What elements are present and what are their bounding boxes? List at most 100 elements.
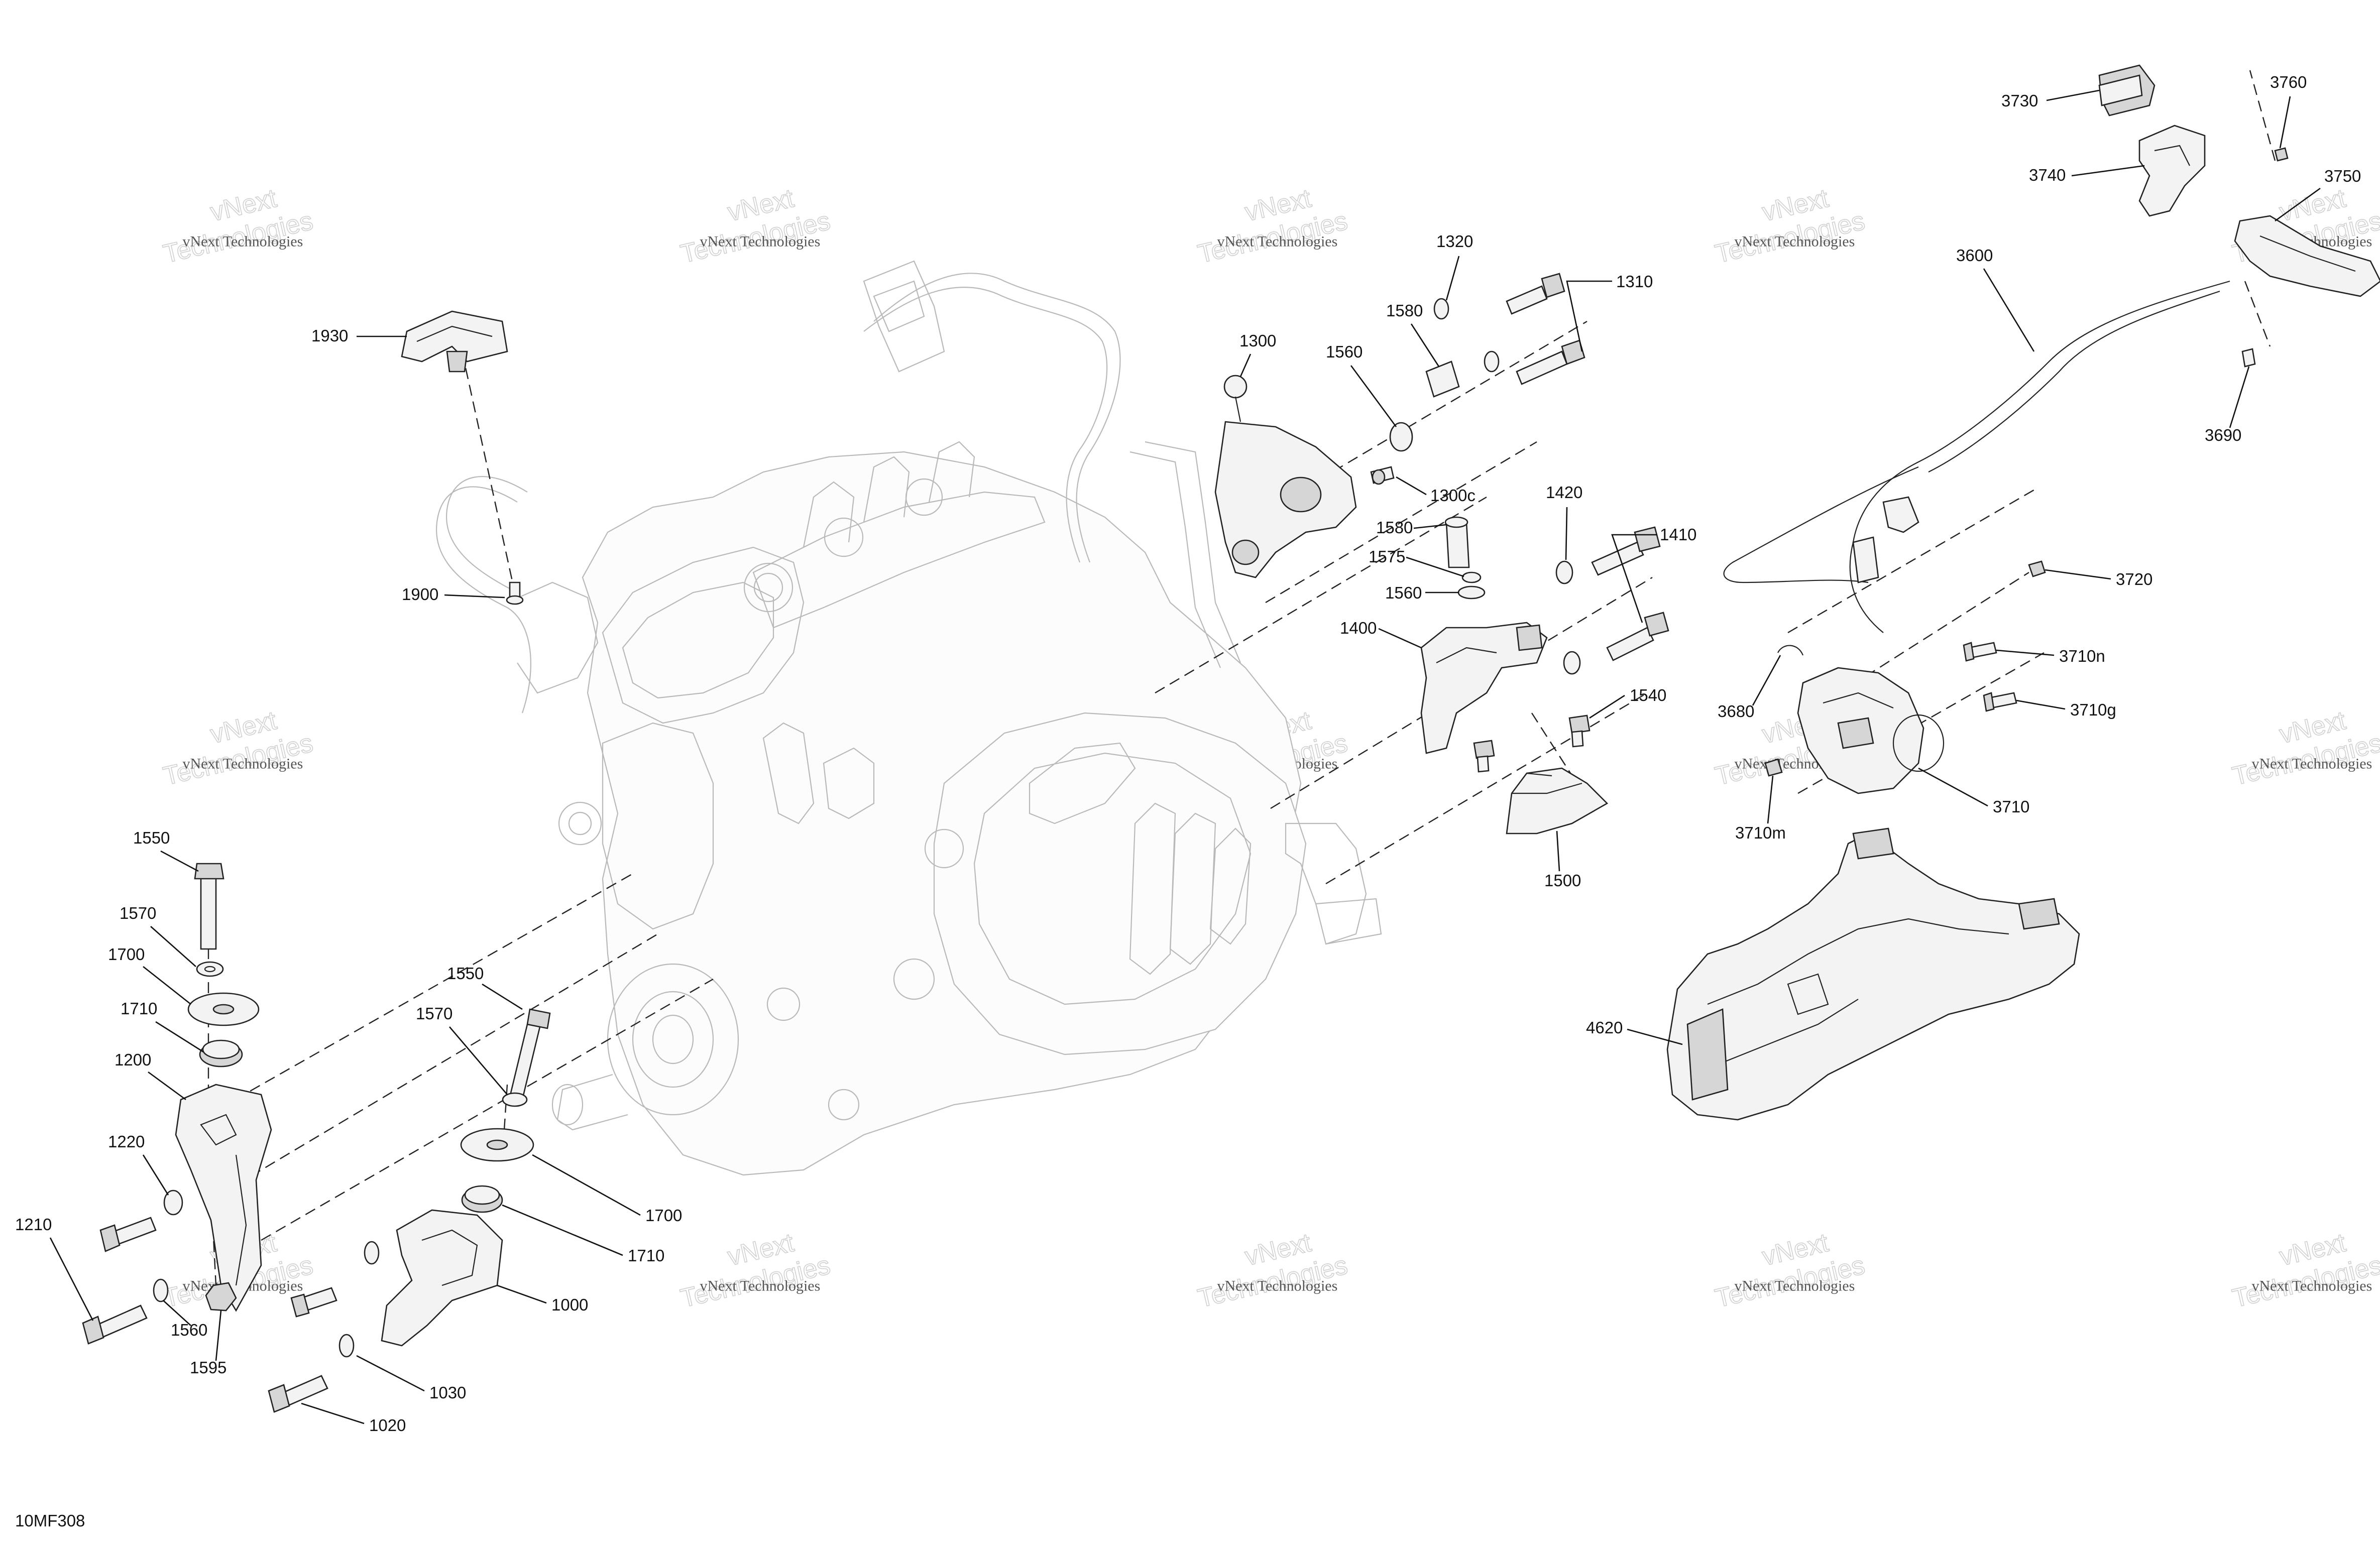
callout-label: 3600 bbox=[1956, 246, 1993, 265]
lever-3750[interactable] bbox=[2234, 215, 2380, 297]
leader-line bbox=[1752, 655, 1781, 706]
washers-center-bolts[interactable] bbox=[338, 1241, 380, 1358]
bolt-1300c[interactable] bbox=[1370, 466, 1395, 485]
leader-line bbox=[155, 1021, 204, 1053]
washer-1700-left[interactable] bbox=[187, 992, 260, 1026]
bracket-1300[interactable] bbox=[1214, 375, 1357, 578]
bushing-1710-left[interactable] bbox=[199, 1039, 243, 1067]
callout-1300c: 1300c bbox=[1396, 476, 1476, 505]
washer-1700-center[interactable] bbox=[460, 1128, 534, 1162]
washer-1420[interactable] bbox=[1555, 560, 1581, 675]
fastener-3710g[interactable] bbox=[1983, 692, 2017, 712]
callout-3710: 3710 bbox=[1918, 767, 2029, 816]
bolt-1210-lower[interactable] bbox=[82, 1304, 148, 1345]
washer-1575[interactable] bbox=[1461, 571, 1482, 583]
figure-code: 10MF308 bbox=[15, 1511, 85, 1530]
callout-label: 3710n bbox=[2059, 647, 2105, 665]
damper-1500[interactable] bbox=[1506, 767, 1609, 835]
callout-label: 1020 bbox=[369, 1416, 406, 1435]
watermark-small: vNext Technologies bbox=[1734, 1277, 1855, 1294]
spacer-1580-upper[interactable] bbox=[1425, 361, 1460, 398]
callout-1030: 1030 bbox=[356, 1355, 466, 1402]
callout-label: 1570 bbox=[416, 1004, 452, 1023]
callout-1500: 1500 bbox=[1544, 830, 1581, 890]
leader-line bbox=[2275, 187, 2321, 222]
bushing-1710-center[interactable] bbox=[461, 1185, 503, 1213]
bracket-1400[interactable] bbox=[1420, 622, 1548, 754]
leader-line bbox=[1556, 830, 1560, 872]
washer-1320[interactable] bbox=[1433, 298, 1449, 320]
engine-support-1000[interactable] bbox=[381, 1209, 503, 1347]
callout-label: 1000 bbox=[551, 1295, 588, 1314]
leader-line bbox=[2016, 699, 2066, 710]
leader-line bbox=[2279, 96, 2291, 149]
washer-1310-lower[interactable] bbox=[1484, 350, 1500, 373]
bolt-1900[interactable] bbox=[506, 581, 524, 605]
callout-label: 1400 bbox=[1340, 619, 1377, 637]
leader-line bbox=[160, 850, 199, 872]
leader-line bbox=[2071, 165, 2145, 177]
shifter-3710[interactable] bbox=[1797, 667, 1945, 794]
bolt-1210-upper[interactable] bbox=[99, 1217, 157, 1252]
housing-4620[interactable] bbox=[1666, 827, 2080, 1121]
callout-label: 1220 bbox=[108, 1132, 145, 1151]
nut-1595[interactable] bbox=[205, 1282, 237, 1312]
leader-line bbox=[1627, 1028, 1683, 1045]
leader-line bbox=[1918, 767, 1988, 807]
callout-label: 1300c bbox=[1430, 486, 1476, 505]
washer-1220[interactable] bbox=[163, 1190, 183, 1216]
shift-cable-3600[interactable] bbox=[1723, 280, 2230, 633]
fastener-3720[interactable] bbox=[2028, 560, 2046, 577]
bolt-1410-upper[interactable] bbox=[1591, 526, 1661, 576]
callout-label: 1310 bbox=[1616, 272, 1653, 291]
leader-line bbox=[1767, 775, 1774, 824]
bracket-3740[interactable] bbox=[2138, 125, 2206, 217]
callout-label: 3760 bbox=[2270, 73, 2307, 91]
callout-label: 1210 bbox=[15, 1215, 52, 1234]
bolt-1550-center[interactable] bbox=[509, 1008, 551, 1101]
bolt-1550-left[interactable] bbox=[194, 863, 224, 950]
watermark-small: vNext Technologies bbox=[2251, 755, 2372, 772]
leader-line bbox=[444, 594, 505, 599]
callout-3690: 3690 bbox=[2205, 366, 2250, 444]
watermark-small: vNext Technologies bbox=[1734, 233, 1855, 250]
callout-1560-b: 1560 bbox=[1326, 342, 1397, 427]
callout-4620: 4620 bbox=[1586, 1018, 1683, 1045]
leader-line bbox=[497, 1284, 547, 1304]
callout-1420: 1420 bbox=[1546, 483, 1582, 560]
nut-3710m[interactable] bbox=[1764, 758, 1783, 777]
bolt-1310-upper[interactable] bbox=[1506, 273, 1565, 315]
leader-line bbox=[1239, 353, 1252, 377]
callout-label: 1570 bbox=[120, 904, 156, 922]
fastener-3710n[interactable] bbox=[1963, 642, 1997, 662]
callout-1930: 1930 bbox=[311, 326, 407, 345]
bracket-1930[interactable] bbox=[401, 310, 508, 373]
bolt-1310-lower[interactable] bbox=[1516, 339, 1585, 385]
callout-1570-b: 1570 bbox=[416, 1004, 508, 1095]
watermark-small: vNext Technologies bbox=[2251, 1277, 2372, 1294]
callout-3740: 3740 bbox=[2029, 165, 2145, 184]
callout-label: 1560 bbox=[1326, 342, 1363, 361]
washer-1570-center[interactable] bbox=[502, 1092, 528, 1107]
washer-1570-left[interactable] bbox=[196, 961, 224, 977]
nut-3760[interactable] bbox=[2274, 147, 2289, 162]
leader-line bbox=[532, 1154, 641, 1216]
clip-3730[interactable] bbox=[2098, 64, 2156, 116]
callout-1310: 1310 bbox=[1566, 272, 1653, 352]
engine-support-1200[interactable] bbox=[175, 1084, 272, 1312]
washer-1560-upper[interactable] bbox=[1389, 422, 1413, 452]
bolt-3690[interactable] bbox=[2241, 348, 2256, 368]
callout-1700-b: 1700 bbox=[532, 1154, 682, 1225]
bolts-1540[interactable] bbox=[1473, 715, 1591, 773]
callout-1595: 1595 bbox=[190, 1310, 226, 1377]
leader-line bbox=[1413, 524, 1447, 529]
bolt-1410-lower[interactable] bbox=[1606, 612, 1669, 661]
callout-label: 3680 bbox=[1718, 702, 1754, 721]
bolts-center[interactable] bbox=[268, 1287, 337, 1413]
spacer-1580-mid[interactable] bbox=[1444, 516, 1470, 568]
washer-1560-left[interactable] bbox=[153, 1278, 169, 1302]
washer-1560-mid[interactable] bbox=[1457, 585, 1486, 600]
clip-3680[interactable] bbox=[1777, 645, 1804, 656]
callout-3710m: 3710m bbox=[1735, 775, 1786, 842]
